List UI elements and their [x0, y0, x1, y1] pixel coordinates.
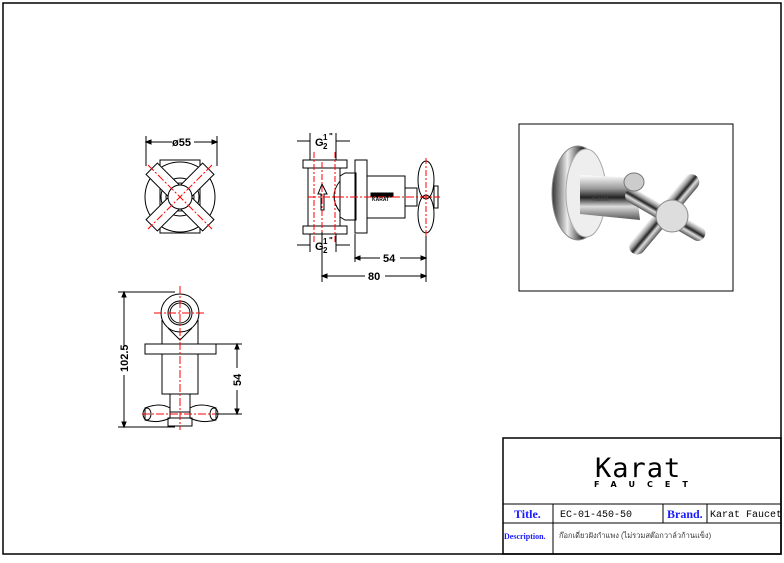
- title-label: Title.: [514, 507, 541, 521]
- thread-top-num: 1: [323, 133, 328, 142]
- dimension-102-5: 102.5: [119, 344, 131, 372]
- thread-bottom-inch: ": [329, 236, 333, 245]
- thread-top-den: 2: [323, 142, 328, 151]
- thread-bottom-den: 2: [323, 246, 328, 255]
- title-value: EC-01-450-50: [560, 510, 632, 521]
- karat-logo: Karat: [595, 453, 681, 484]
- dimension-diameter-55: ø55: [172, 137, 191, 149]
- faucet-logo-sub: FAUCET: [594, 480, 700, 489]
- title-block: [502, 437, 782, 555]
- thread-bottom-label: G: [315, 241, 324, 253]
- description-label: Description.: [504, 532, 546, 541]
- thread-top-label: G: [315, 137, 324, 149]
- brand-value: Karat Faucet: [710, 510, 782, 521]
- photo-logo: Karat: [592, 196, 609, 203]
- thread-bottom-num: 1: [323, 237, 328, 246]
- side-view: [297, 133, 440, 282]
- product-photo: Karat: [518, 123, 734, 292]
- description-value: ก๊อกเดี่ยวฝังกำแพง (ไม่รวมสต๊อกวาล์วก้าน…: [559, 530, 712, 540]
- dimension-80: 80: [368, 271, 380, 283]
- front-view: [144, 136, 219, 234]
- dimension-54-side: 54: [383, 253, 396, 265]
- body-mark: KARAT: [372, 197, 389, 203]
- dimension-54-top: 54: [232, 373, 244, 386]
- sheet-border: [2, 2, 782, 555]
- thread-top-inch: ": [329, 132, 333, 141]
- brand-label: Brand.: [667, 507, 703, 521]
- top-view: [118, 286, 242, 430]
